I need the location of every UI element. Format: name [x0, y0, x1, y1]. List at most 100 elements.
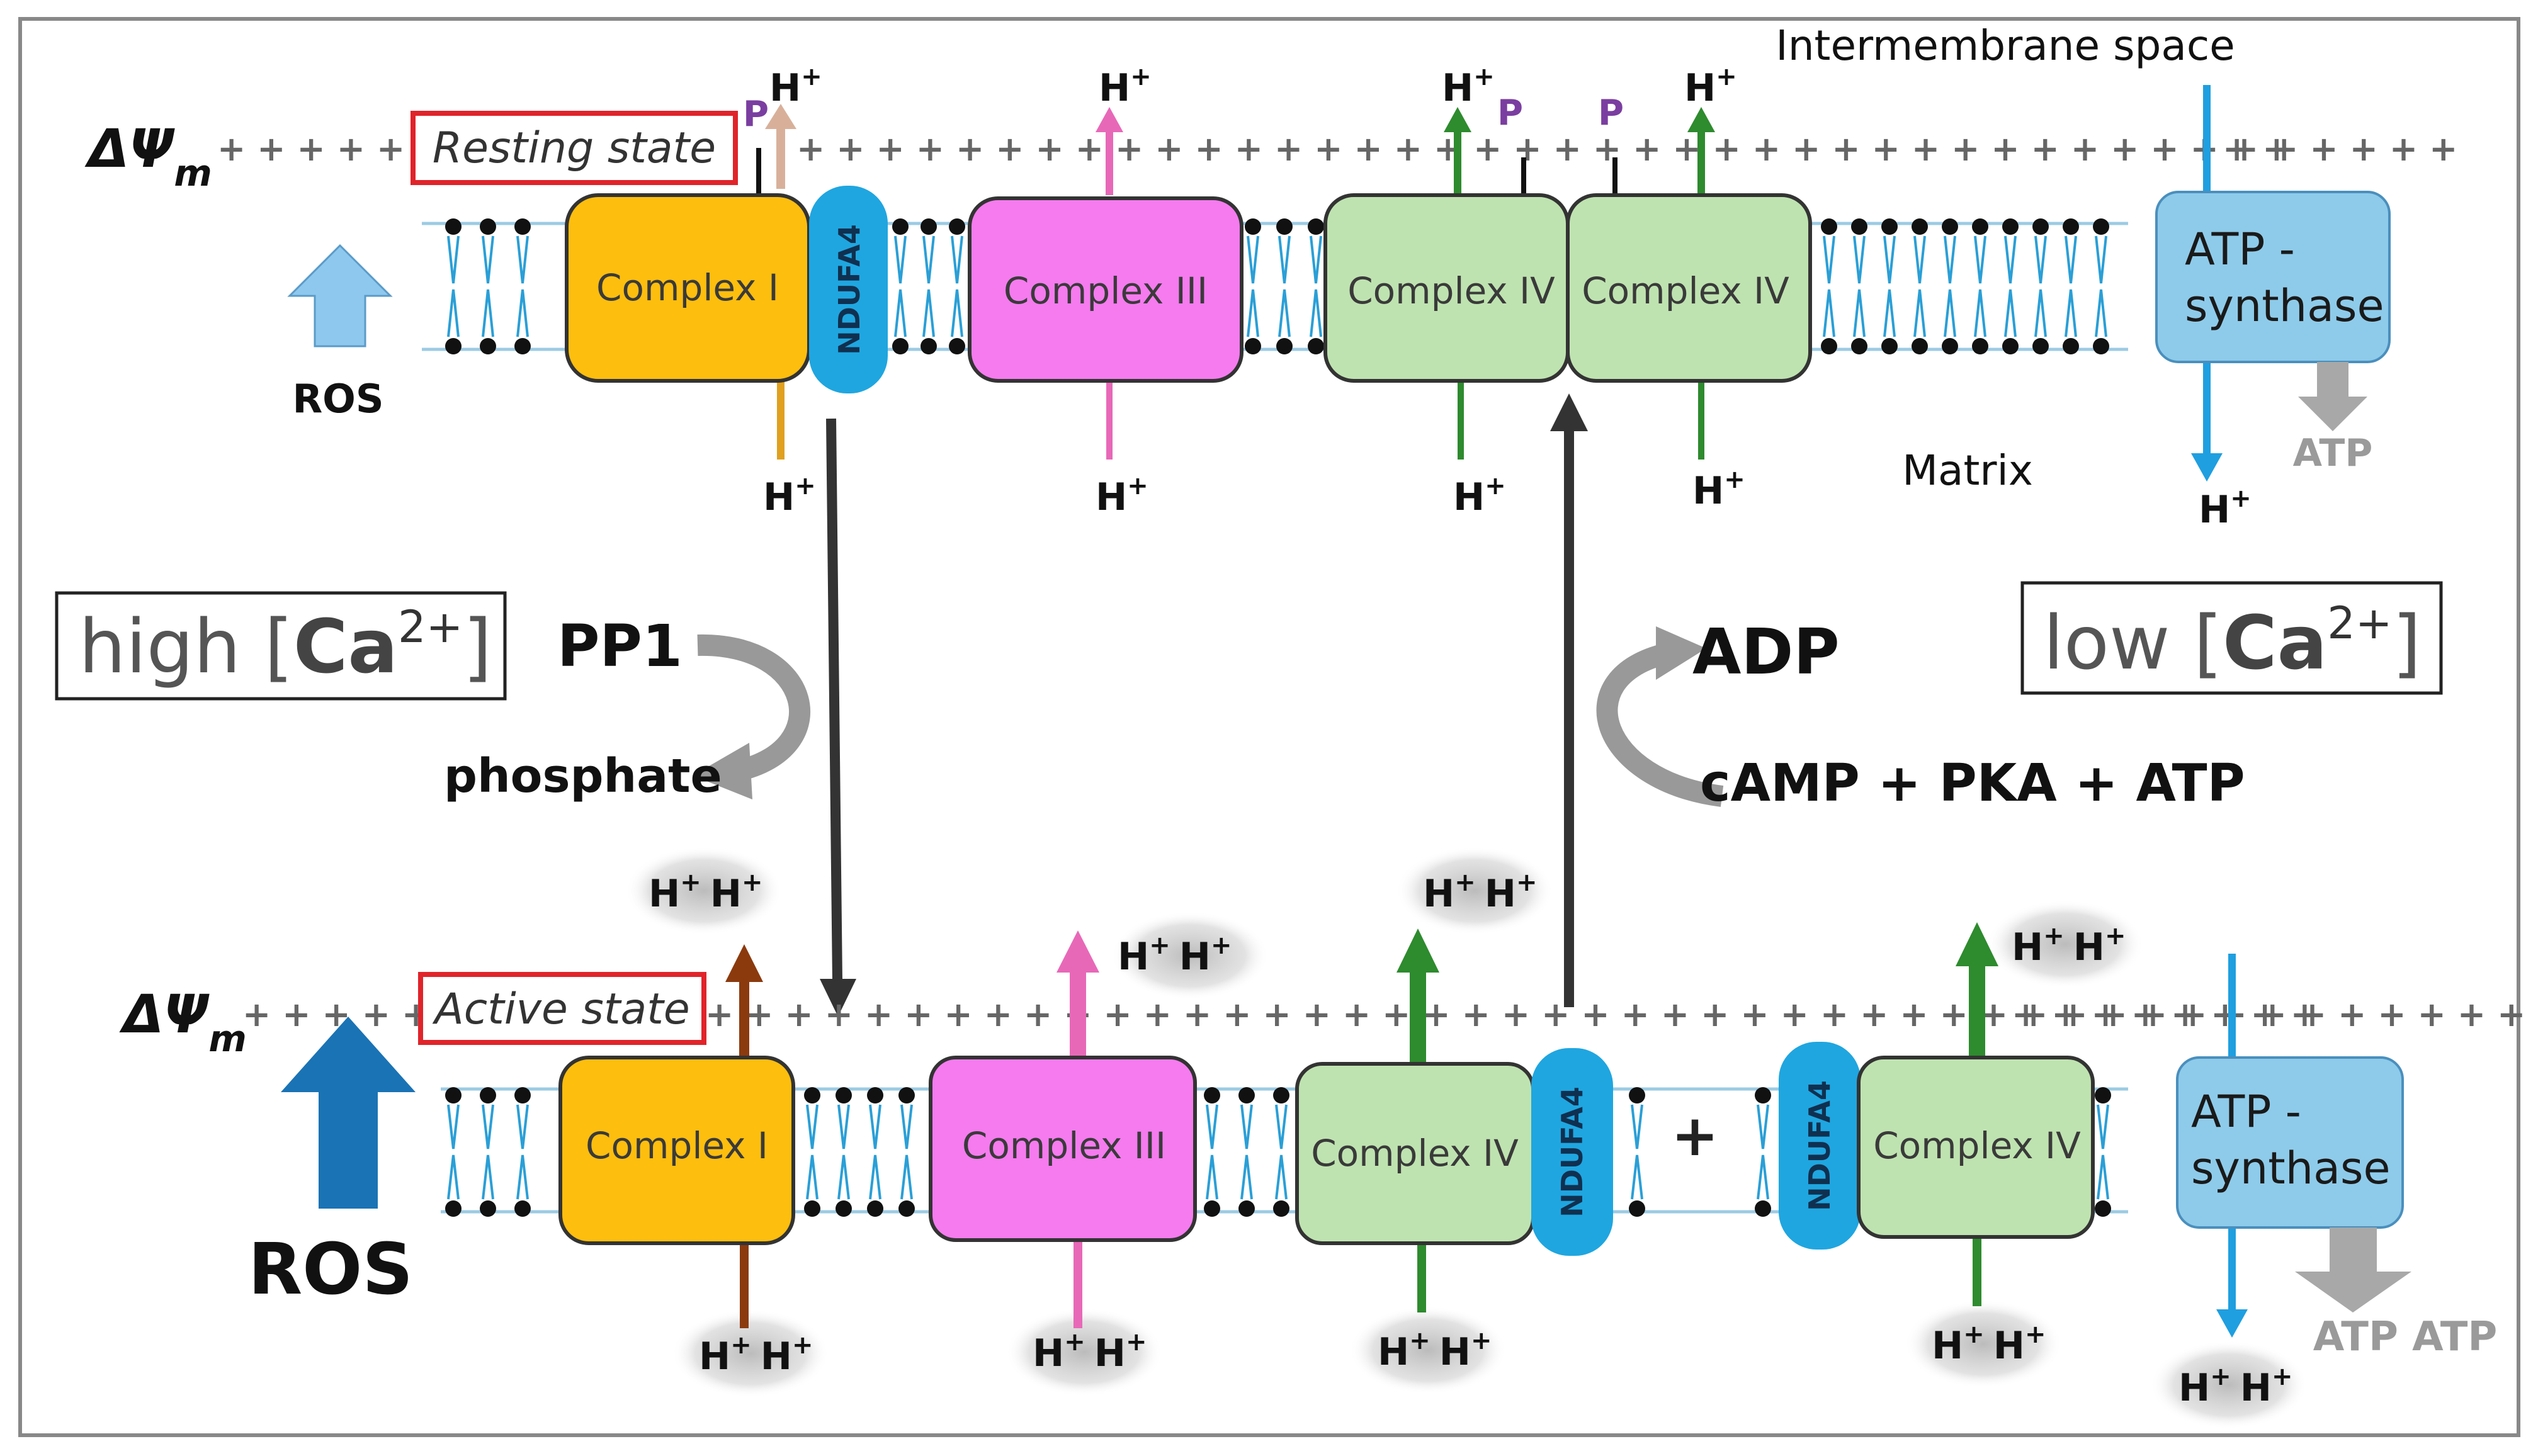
atp-synthase-label-active: ATP -synthase: [2191, 1086, 2391, 1194]
atp-grey-arrow-top: [2298, 362, 2367, 431]
halo-complex-iv-b-top: [1986, 900, 2144, 988]
pp1-curved-arrow: [697, 634, 811, 782]
complex-iv-a-active-arrowhead: [1396, 928, 1439, 973]
lipid-head: [1204, 1087, 1220, 1103]
lipid-tail: [482, 1104, 494, 1200]
proton-atp-synthase-top: H+: [2199, 484, 2252, 532]
plus-row-bottom-b: ++++++++++++++++++++++++++++++++++++++++…: [705, 995, 2537, 1034]
lipid-head: [2063, 338, 2079, 354]
complex-iv-b-label-active: Complex IV: [1873, 1124, 2081, 1167]
double-proton-label: H+H+: [1378, 1326, 1492, 1374]
proton-complex-iv-a-top: H+: [1442, 62, 1495, 110]
atp-synthase-top-arrowhead: [2191, 453, 2223, 482]
ndufa4-label-active-a: NDUFA4: [1555, 1086, 1589, 1217]
lipid-tail: [1883, 235, 1896, 337]
lipid-head: [1276, 338, 1293, 354]
atp-synthase-label-resting: ATP -synthase: [2185, 223, 2384, 332]
complex-iii-arrowhead-top: [1096, 107, 1123, 132]
atp-synthase-bottom-arrowhead: [2216, 1309, 2248, 1338]
ndufa4-label-active-b: NDUFA4: [1803, 1080, 1837, 1211]
proton-complex-i-top: H+: [769, 62, 822, 110]
complex-iii-resting: [968, 196, 1244, 383]
complex-iv-b-active-arrowhead: [1956, 922, 1998, 966]
delta-psi-top: ΔΨm: [84, 118, 212, 195]
proton-complex-iv-a-bottom: H+: [1453, 471, 1506, 519]
halo-complex-iii-top: [1111, 911, 1269, 1000]
lipid-head: [2032, 218, 2049, 235]
plus-row-bottom-c: ++++++++: [2012, 995, 2330, 1034]
lipid-head: [2063, 218, 2079, 235]
regulation-panel: high [Ca2+] PP1 phosphate ADP cAMP + PKA…: [55, 393, 2443, 1017]
figure-frame: [18, 17, 2520, 1437]
complex-iv-b-arrowhead-top: [1687, 107, 1715, 132]
complex-i-arrowhead-top: [765, 104, 796, 129]
atp-label-top: ATP: [2293, 431, 2373, 475]
lipid-tail: [1913, 235, 1926, 337]
atp-synthase-resting: [2155, 191, 2391, 363]
complex-iv-a-label-active: Complex IV: [1311, 1132, 1519, 1175]
double-proton-labels: H+H+H+H+H+H+H+H+H+H+H+H+H+H+H+H+H+H+: [649, 868, 2292, 1410]
ros-arrow-large: [281, 1017, 416, 1209]
lipid-head: [445, 218, 462, 235]
low-ca-box: [2020, 581, 2443, 695]
lipid-head: [921, 338, 937, 354]
resting-state-box: [411, 111, 738, 185]
lipid-tail: [447, 1104, 460, 1200]
resting-panel: ΔΨm +++++ ++++++++++++++++++++++++++++++…: [84, 21, 2469, 532]
pp1-label: PP1: [557, 612, 683, 680]
proton-complex-iv-b-top: H+: [1684, 62, 1737, 110]
lipid-tail: [2034, 235, 2047, 337]
lipid-head: [1851, 218, 1867, 235]
lipid-head: [2095, 1200, 2111, 1217]
lipid-head: [1851, 338, 1867, 354]
lipid-tail: [1853, 235, 1866, 337]
complex-iii-active: [929, 1056, 1197, 1242]
lipid-head: [836, 1200, 852, 1217]
lipid-head: [2093, 218, 2109, 235]
lipid-head: [514, 1200, 531, 1217]
lipid-head: [1238, 1200, 1255, 1217]
lipid-tail: [951, 235, 963, 337]
lipid-tail: [806, 1104, 819, 1200]
halo-complex-i-bottom: [672, 1309, 829, 1397]
lipid-tail: [1757, 1104, 1769, 1200]
phospho-p-complex-i: P: [743, 94, 769, 135]
lipid-head: [1821, 338, 1837, 354]
proton-complex-iv-b-bottom: H+: [1692, 465, 1745, 513]
lipid-head: [2002, 218, 2019, 235]
lipid-head: [445, 1087, 462, 1103]
halo-complex-i-top: [625, 847, 783, 935]
lipid-tail: [1944, 235, 1956, 337]
halo-complex-iii-bottom: [1006, 1308, 1163, 1396]
lipid-head: [445, 1200, 462, 1217]
lipid-head: [804, 1200, 820, 1217]
complex-iv-a-label-resting: Complex IV: [1347, 269, 1555, 312]
lipid-head: [1273, 1200, 1289, 1217]
plus-row-top-b: ++++++++++++++++++++++++++++++++++++++++…: [796, 129, 2469, 169]
lipid-head: [1755, 1200, 1771, 1217]
lipid-tail: [1310, 235, 1322, 337]
ros-arrow-small: [287, 244, 393, 347]
lipid-head: [949, 338, 965, 354]
ndufa4-active-a: [1531, 1048, 1613, 1256]
complex-iv-b-active: [1857, 1056, 2095, 1239]
atp-grey-arrow-bottom: [2295, 1227, 2411, 1312]
lipid-head: [514, 218, 531, 235]
lipid-tail: [900, 1104, 913, 1200]
camp-curved-arrow: [1596, 644, 1724, 807]
proton-complex-i-bottom: H+: [763, 471, 816, 519]
phospho-p-complex-iv-b: P: [1598, 93, 1624, 133]
pp1-arrowhead: [693, 743, 752, 799]
lipid-head: [1881, 338, 1898, 354]
lipid-head: [898, 1200, 915, 1217]
lipid-tail: [2065, 235, 2077, 337]
lipid-bilayer-bottom: [445, 1087, 2111, 1217]
phospho-p-complex-iv-a: P: [1497, 93, 1523, 133]
lipid-head: [2093, 338, 2109, 354]
active-state-box: [418, 972, 706, 1045]
lipid-tail: [1206, 1104, 1218, 1200]
lipid-head: [1881, 218, 1898, 235]
lipid-head: [898, 1087, 915, 1103]
lipid-head: [1204, 1200, 1220, 1217]
